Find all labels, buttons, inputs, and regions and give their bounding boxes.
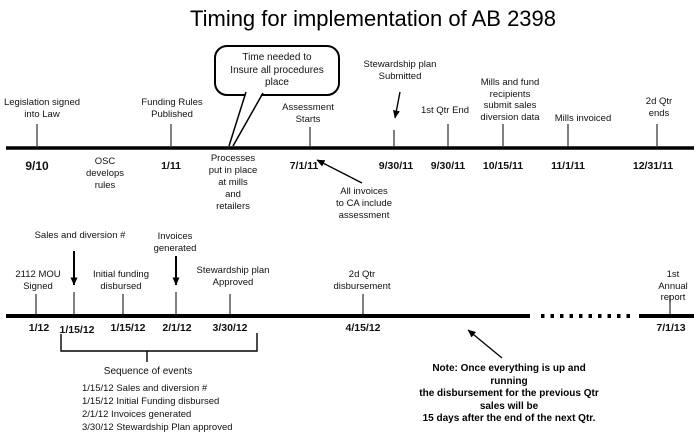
date-2-1-12: 2/1/12 [162,322,192,334]
event-label-qtr2-disbursement: 2d Qtr disbursement [333,269,391,292]
event-label-mills-fund-submit: Mills and fund recipients submit sales d… [480,77,540,123]
date-1-11: 1/11 [161,160,181,172]
date-1-15-12a: 1/15/12 [59,324,95,336]
sequence-header: Sequence of events [103,366,193,377]
date-9-30-11b: 9/30/11 [430,160,466,172]
callout-tail-right-edge [232,92,264,147]
timeline-2-ticks [35,292,671,314]
callout-tail-fill [229,91,263,146]
event-label-qtr2-ends: 2d Qtr ends [645,96,673,119]
date-3-30-12: 3/30/12 [212,322,248,334]
event-label-sales-diversion: Sales and diversion # [34,230,126,241]
event-label-annual-report: 1st Annual report [658,269,688,303]
note-text: Note: Once everything is up and running … [419,363,599,424]
sequence-item: 1/15/12 Initial Funding disbursed [82,396,220,407]
event-label-qtr1-end: 1st Qtr End [420,105,470,116]
event-label-legislation: Legislation signed into Law [3,97,81,120]
timeline-1-ticks [36,124,658,146]
callout-tail-left-edge [228,91,247,147]
date-9-10: 9/10 [25,159,49,173]
sequence-item: 1/15/12 Sales and diversion # [82,383,208,394]
date-1-15-12b: 1/15/12 [110,322,146,334]
event-label-assessment-starts: Assessment Starts [282,102,334,125]
sequence-item: 3/30/12 Stewardship Plan approved [82,422,233,433]
event-label-stewardship-approved: Stewardship plan Approved [196,265,270,288]
annotation-processes-in-place: Processes put in place at mills and reta… [208,153,258,212]
date-1-12: 1/12 [28,322,50,334]
event-label-mou-signed: 2112 MOU Signed [15,269,61,292]
event-label-funding-rules: Funding Rules Published [141,97,203,120]
date-10-15-11: 10/15/11 [482,160,524,172]
all-invoices-arrow [316,159,363,184]
date-7-1-11: 7/1/11 [289,160,319,172]
note-arrow [467,329,503,359]
annotation-all-invoices: All invoices to CA include assessment [336,186,392,221]
annotation-osc-develops-rules: OSC develops rules [85,156,125,191]
sequence-item: 2/1/12 Invoices generated [82,409,192,420]
event-label-invoices-generated: Invoices generated [153,231,197,254]
date-12-31-11: 12/31/11 [632,160,674,172]
event-label-initial-funding: Initial funding disbursed [93,269,149,292]
event-label-stewardship-submitted: Stewardship plan Submitted [363,59,437,82]
date-7-1-13: 7/1/13 [656,322,686,334]
date-4-15-12: 4/15/12 [345,322,381,334]
sequence-list: 1/15/12 Sales and diversion # 1/15/12 In… [82,382,233,434]
sequence-bracket [60,333,258,362]
event-label-mills-invoiced: Mills invoiced [554,113,612,124]
date-9-30-11a: 9/30/11 [378,160,414,172]
stewardship-submitted-arrow [392,91,401,119]
callout-text: Time needed to Insure all procedures pla… [230,52,324,88]
date-11-1-11: 11/1/11 [551,160,585,172]
page-title: Timing for implementation of AB 2398 [189,6,557,31]
